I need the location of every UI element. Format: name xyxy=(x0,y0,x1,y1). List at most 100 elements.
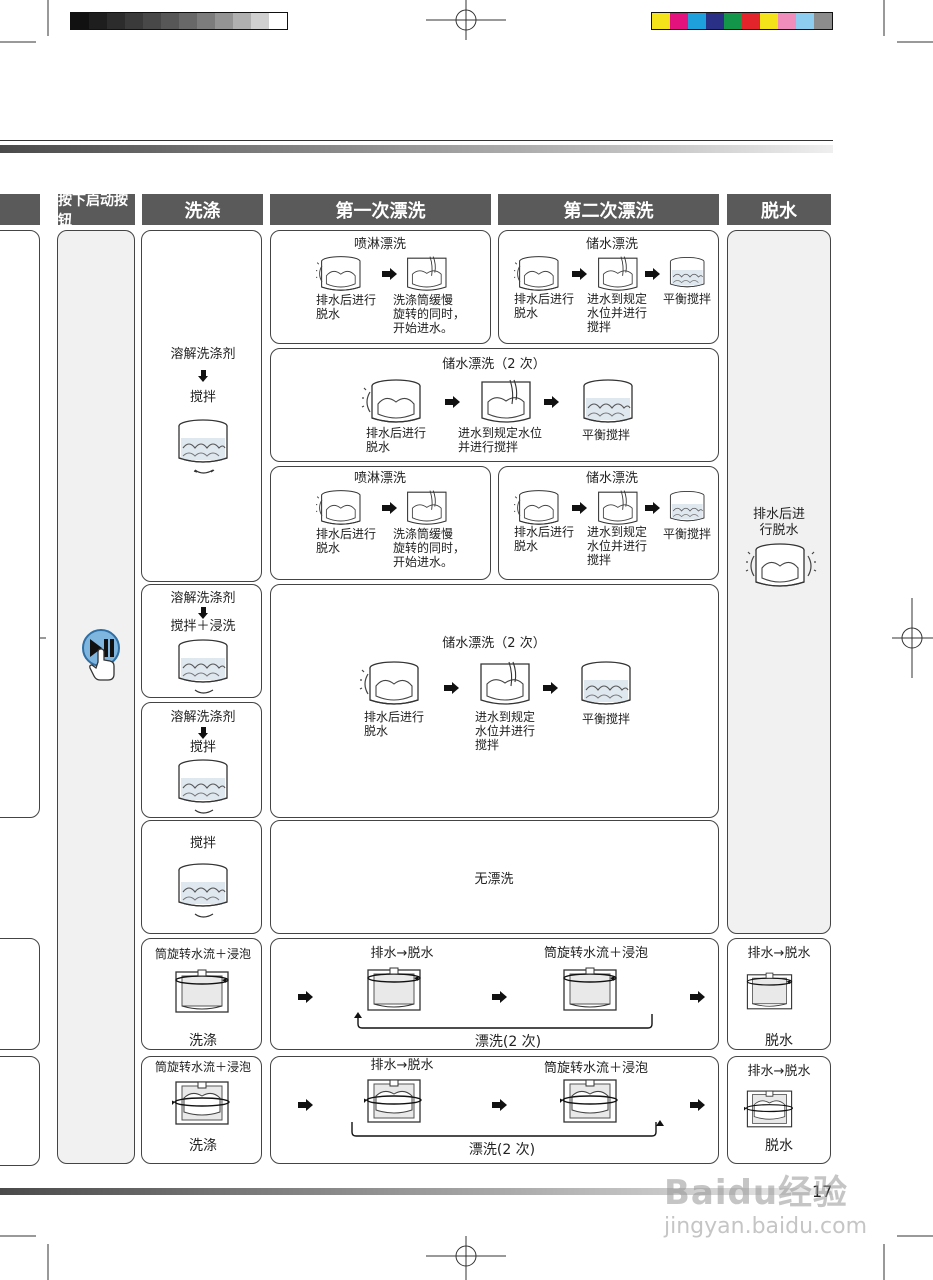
right-arrow-icon xyxy=(572,502,587,514)
right-arrow-icon xyxy=(382,502,397,514)
drain-to-spin-label: 排水→脱水 xyxy=(370,1058,434,1073)
label-drain-spin: 排水后进行 脱水 xyxy=(366,426,427,454)
drum-rotation-icon xyxy=(364,1079,422,1123)
right-arrow-icon xyxy=(445,396,460,408)
spin-main-line1: 排水后进 xyxy=(752,507,806,522)
label-drum-fill: 洗涤筒缓慢 旋转的同时， 开始进水。 xyxy=(393,293,466,335)
color-swatch xyxy=(233,13,251,29)
fill-tub-icon xyxy=(598,490,638,525)
label-fill-stir: 进水到规定 水位并进行 搅拌 xyxy=(587,525,648,567)
color-swatch xyxy=(814,13,832,29)
left-edge-box-1 xyxy=(0,230,40,818)
drain-to-spin-label: 排水→脱水 xyxy=(370,946,434,961)
top-rule xyxy=(0,140,833,141)
baidu-watermark-url: jingyan.baidu.com xyxy=(664,1214,868,1239)
color-swatch xyxy=(778,13,796,29)
header-press-start: 按下启动按钮 xyxy=(58,193,135,229)
spin-r6-bottom: 脱水 xyxy=(765,1033,793,1049)
fill-tub-icon xyxy=(481,379,531,423)
start-pause-button-icon[interactable] xyxy=(80,628,122,690)
color-swatch xyxy=(796,13,814,29)
wash-4-stir: 搅拌 xyxy=(189,836,217,851)
wash-tub-icon xyxy=(178,419,228,474)
store-twice-title: 储水漂洗（2 次） xyxy=(442,636,546,651)
fill-tub-icon xyxy=(598,256,638,291)
fill-tub-icon xyxy=(407,490,447,525)
spin-tub-icon xyxy=(514,256,559,291)
down-arrow-icon xyxy=(198,607,209,619)
wash-tub-icon xyxy=(178,863,228,918)
page-number: 17 xyxy=(812,1182,833,1201)
header-spin: 脱水 xyxy=(727,194,831,225)
color-bar-right xyxy=(651,12,833,30)
spin-r6-top: 排水→脱水 xyxy=(747,946,811,961)
wash-1-stir: 搅拌 xyxy=(189,390,217,405)
balance-tub-icon xyxy=(581,661,631,705)
rinse-twice-label: 漂洗(2 次) xyxy=(468,1142,536,1158)
wash-3-dissolve: 溶解洗涤剂 xyxy=(170,710,236,725)
header-rinse-1: 第一次漂洗 xyxy=(270,194,491,225)
color-swatch xyxy=(251,13,269,29)
repeat-loop-bracket xyxy=(351,1120,664,1137)
wash-1-dissolve: 溶解洗涤剂 xyxy=(170,347,236,362)
spin-r7-top: 排水→脱水 xyxy=(747,1064,811,1079)
spin-tub-icon xyxy=(359,661,419,705)
top-gradient-band xyxy=(0,145,833,153)
label-drain-spin: 排水后进行 脱水 xyxy=(514,292,575,320)
color-swatch xyxy=(179,13,197,29)
header-wash: 洗涤 xyxy=(142,194,263,225)
right-arrow-icon xyxy=(492,991,507,1003)
left-edge-box-2 xyxy=(0,938,40,1050)
spin-main-line2: 行脱水 xyxy=(759,523,799,538)
color-swatch xyxy=(760,13,778,29)
right-arrow-icon xyxy=(543,682,558,694)
rinse1-row3-shower xyxy=(270,466,491,580)
drum-rotation-icon xyxy=(563,967,617,1011)
rinse-row6-flow xyxy=(270,938,719,1050)
spin-tub-icon xyxy=(316,256,361,291)
store-twice-title: 储水漂洗（2 次） xyxy=(442,357,546,372)
drum-rotation-icon xyxy=(560,1079,618,1123)
color-swatch xyxy=(215,13,233,29)
drum-rotation-icon xyxy=(175,969,229,1013)
color-swatch xyxy=(652,13,670,29)
wash-6-drum-soak: 筒旋转水流＋浸泡 xyxy=(154,1060,252,1074)
color-bar-left xyxy=(70,12,288,30)
label-drain-spin: 排水后进行 脱水 xyxy=(364,710,425,738)
color-swatch xyxy=(670,13,688,29)
label-balance: 平衡搅拌 xyxy=(582,712,631,726)
rinse1-row1-shower xyxy=(270,230,491,344)
color-swatch xyxy=(197,13,215,29)
color-swatch xyxy=(89,13,107,29)
rinse-twice-label: 漂洗(2 次) xyxy=(474,1034,542,1050)
color-swatch xyxy=(125,13,143,29)
spin-r7-bottom: 脱水 xyxy=(765,1138,793,1154)
wash-6-wash: 洗涤 xyxy=(189,1138,217,1154)
drum-rotation-icon xyxy=(744,1090,794,1128)
right-arrow-icon xyxy=(298,991,313,1003)
fill-tub-icon xyxy=(480,661,530,705)
right-arrow-icon xyxy=(690,1099,705,1111)
repeat-loop-bracket xyxy=(354,1012,653,1029)
color-swatch xyxy=(742,13,760,29)
spin-tub-icon xyxy=(745,543,817,587)
label-fill-stir-wide: 进水到规定水位 并进行搅拌 xyxy=(458,426,543,454)
label-fill-stir: 进水到规定 水位并进行 搅拌 xyxy=(587,292,648,334)
right-arrow-icon xyxy=(645,502,660,514)
right-arrow-icon xyxy=(544,396,559,408)
shower-rinse-title: 喷淋漂洗 xyxy=(353,237,407,252)
color-swatch xyxy=(143,13,161,29)
fill-tub-icon xyxy=(407,256,447,291)
color-swatch xyxy=(269,13,287,29)
balance-tub-icon xyxy=(669,256,705,288)
balance-tub-icon xyxy=(669,490,705,522)
drum-soak-label: 筒旋转水流＋浸泡 xyxy=(543,1061,649,1076)
left-edge-header xyxy=(0,194,40,225)
start-column xyxy=(57,230,135,1164)
color-swatch xyxy=(724,13,742,29)
drum-soak-label: 筒旋转水流＋浸泡 xyxy=(543,946,649,961)
shower-rinse-title: 喷淋漂洗 xyxy=(353,471,407,486)
wash-tub-icon xyxy=(178,639,228,694)
wash-5-drum-soak: 筒旋转水流＋浸泡 xyxy=(154,947,252,961)
color-swatch xyxy=(107,13,125,29)
